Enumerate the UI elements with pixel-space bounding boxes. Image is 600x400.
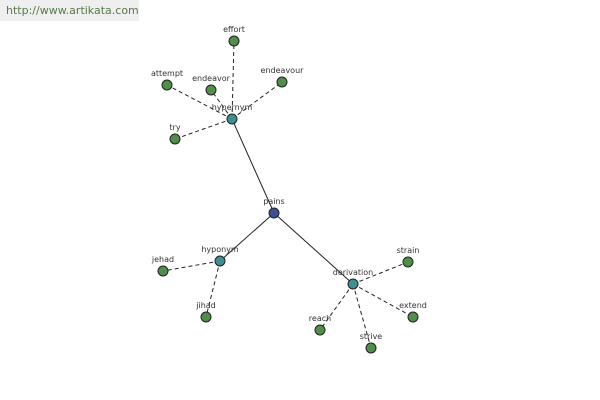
node-attempt[interactable]: [161, 79, 173, 91]
edge-derivation-extend: [352, 283, 414, 318]
node-endeavor[interactable]: [205, 84, 217, 96]
graph-nodes: [157, 35, 419, 354]
node-jehad[interactable]: [157, 265, 169, 277]
node-reach[interactable]: [314, 324, 326, 336]
watermark-url: http://www.artikata.com: [0, 0, 139, 21]
edge-derivation-reach: [319, 283, 354, 331]
node-strain[interactable]: [402, 256, 414, 268]
label-derivation: derivation: [333, 268, 373, 277]
node-endeavour[interactable]: [276, 76, 288, 88]
edge-pains-hypernym: [231, 118, 275, 214]
label-jihad: jihad: [195, 301, 216, 310]
node-try[interactable]: [169, 133, 181, 145]
label-jehad: jehad: [151, 255, 174, 264]
label-hyponym: hyponym: [201, 245, 239, 254]
label-attempt: attempt: [151, 69, 183, 78]
label-pains: pains: [263, 197, 284, 206]
edge-hypernym-attempt: [166, 84, 233, 120]
node-hyponym[interactable]: [214, 255, 226, 267]
node-hypernym[interactable]: [226, 113, 238, 125]
label-endeavour: endeavour: [261, 66, 305, 75]
edge-hyponym-jihad: [205, 260, 221, 318]
edge-hypernym-endeavor: [210, 89, 233, 120]
edge-hypernym-effort: [231, 40, 235, 120]
label-hypernym: hypernym: [212, 103, 253, 112]
graph-edges: [162, 40, 414, 349]
label-strain: strain: [397, 246, 420, 255]
edge-hyponym-jehad: [162, 260, 221, 272]
label-endeavor: endeavor: [192, 74, 231, 83]
node-extend[interactable]: [407, 311, 419, 323]
node-pains[interactable]: [268, 207, 280, 219]
label-effort: effort: [223, 25, 245, 34]
label-try: try: [169, 123, 180, 132]
graph-labels: pains hypernym hyponym derivation effort ende…: [151, 25, 427, 341]
edge-pains-derivation: [273, 212, 354, 285]
label-reach: reach: [309, 314, 331, 323]
node-derivation[interactable]: [347, 278, 359, 290]
edge-hypernym-try: [174, 118, 233, 140]
node-strive[interactable]: [365, 342, 377, 354]
edge-pains-hyponym: [219, 212, 275, 262]
edge-hypernym-endeavour: [231, 81, 283, 120]
edge-derivation-strain: [352, 261, 409, 285]
label-extend: extend: [399, 301, 427, 310]
label-strive: strive: [360, 332, 383, 341]
node-effort[interactable]: [228, 35, 240, 47]
node-jihad[interactable]: [200, 311, 212, 323]
